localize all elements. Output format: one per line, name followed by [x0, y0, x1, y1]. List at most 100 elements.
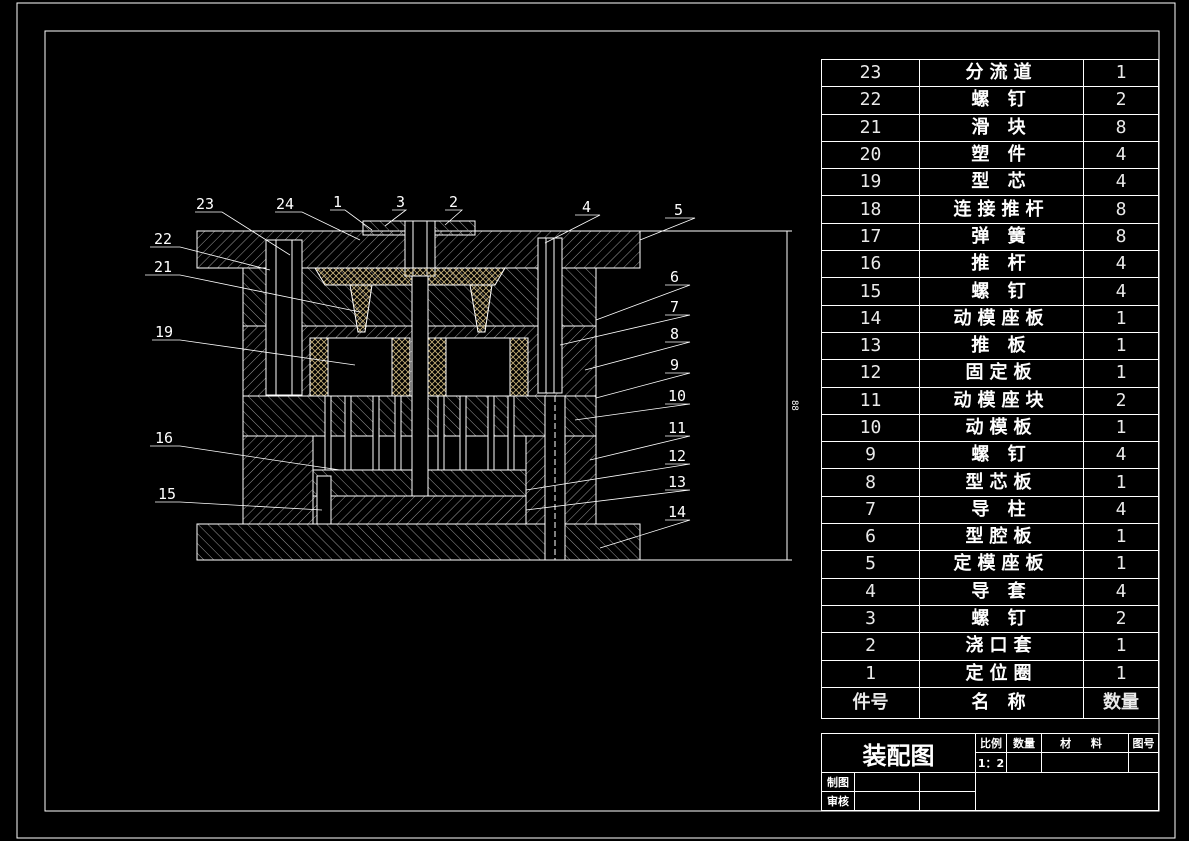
bom-cell-name: 动模座块	[919, 386, 1084, 415]
bom-cell-no: 22	[821, 86, 920, 115]
bom-cell-qty: 2	[1083, 604, 1159, 634]
bom-cell-qty: 1	[1083, 523, 1159, 552]
label-3: 3	[396, 193, 405, 211]
bom-cell-name: 导 套	[919, 577, 1084, 606]
bom-cell-qty: 2	[1083, 86, 1159, 115]
bom-cell-name: 螺 钉	[919, 86, 1084, 115]
bom-cell-no: 23	[821, 58, 920, 88]
bom-cell-qty: 4	[1083, 577, 1159, 606]
bom-cell-qty: 4	[1083, 277, 1159, 306]
bom-header-row: 件号 名 称 数量	[821, 686, 1159, 719]
bom-cell-qty: 1	[1083, 58, 1159, 88]
bom-cell-no: 4	[821, 577, 920, 606]
qty-label: 数量	[1006, 733, 1042, 753]
bom-cell-qty: 1	[1083, 632, 1159, 661]
label-1: 1	[333, 193, 342, 211]
bom-cell-no: 19	[821, 168, 920, 197]
bottom-clamp-plate	[196, 523, 641, 561]
bom-cell-qty: 1	[1083, 468, 1159, 497]
label-23: 23	[196, 195, 214, 213]
bom-cell-qty: 4	[1083, 250, 1159, 279]
header-name: 名 称	[919, 686, 1084, 719]
bom-cell-no: 7	[821, 495, 920, 525]
bom-cell-no: 1	[821, 659, 920, 688]
bom-cell-qty: 1	[1083, 359, 1159, 388]
bom-cell-name: 动模座板	[919, 304, 1084, 333]
label-21: 21	[154, 258, 172, 276]
checked-by-label: 审核	[821, 791, 855, 811]
ejector-plate	[312, 495, 527, 525]
label-15: 15	[158, 485, 176, 503]
checked-by-date	[919, 791, 976, 811]
header-part-no: 件号	[821, 686, 920, 719]
inner-border	[44, 30, 1160, 812]
bom-cell-name: 固定板	[919, 359, 1084, 388]
bom-cell-no: 5	[821, 550, 920, 579]
bom-cell-name: 浇口套	[919, 632, 1084, 661]
bom-cell-no: 10	[821, 413, 920, 443]
label-6: 6	[670, 268, 679, 286]
bom-cell-name: 型腔板	[919, 523, 1084, 552]
bom-cell-qty: 8	[1083, 222, 1159, 252]
label-12: 12	[668, 447, 686, 465]
bom-cell-qty: 1	[1083, 550, 1159, 579]
outer-border	[16, 2, 1176, 839]
bom-cell-qty: 8	[1083, 195, 1159, 224]
runner	[314, 267, 506, 286]
bom-cell-qty: 1	[1083, 413, 1159, 443]
bom-cell-no: 9	[821, 441, 920, 470]
label-13: 13	[668, 473, 686, 491]
checked-by-value	[854, 791, 920, 811]
label-22: 22	[154, 230, 172, 248]
label-14: 14	[668, 503, 686, 521]
label-4: 4	[582, 198, 591, 216]
bom-cell-name: 导 柱	[919, 495, 1084, 525]
bom-cell-qty: 2	[1083, 386, 1159, 415]
guide-bushing-right	[537, 237, 563, 394]
drawing-title: 装配图	[821, 733, 976, 773]
bom-cell-no: 16	[821, 250, 920, 279]
label-24: 24	[276, 195, 294, 213]
label-16: 16	[155, 429, 173, 447]
bom-cell-qty: 4	[1083, 168, 1159, 197]
drawing-no-value	[1128, 752, 1159, 773]
bom-cell-qty: 4	[1083, 495, 1159, 525]
bom-cell-no: 3	[821, 604, 920, 634]
bom-cell-name: 滑 块	[919, 113, 1084, 142]
label-8: 8	[670, 325, 679, 343]
qty-value	[1006, 752, 1042, 773]
bom-cell-qty: 8	[1083, 113, 1159, 142]
bom-cell-no: 21	[821, 113, 920, 142]
bom-cell-qty: 4	[1083, 140, 1159, 170]
bom-cell-qty: 1	[1083, 304, 1159, 333]
label-7: 7	[670, 298, 679, 316]
title-block: 装配图 比例 数量 材 料 图号 1：2 制图 审核	[821, 733, 1159, 811]
bom-cell-name: 定位圈	[919, 659, 1084, 688]
material-value	[1041, 752, 1129, 773]
bom-cell-name: 分流道	[919, 58, 1084, 88]
leader-lines	[145, 209, 696, 549]
spacer-block-left	[242, 435, 314, 525]
bom-cell-name: 推 杆	[919, 250, 1084, 279]
label-11: 11	[668, 419, 686, 437]
bom-cell-no: 17	[821, 222, 920, 252]
